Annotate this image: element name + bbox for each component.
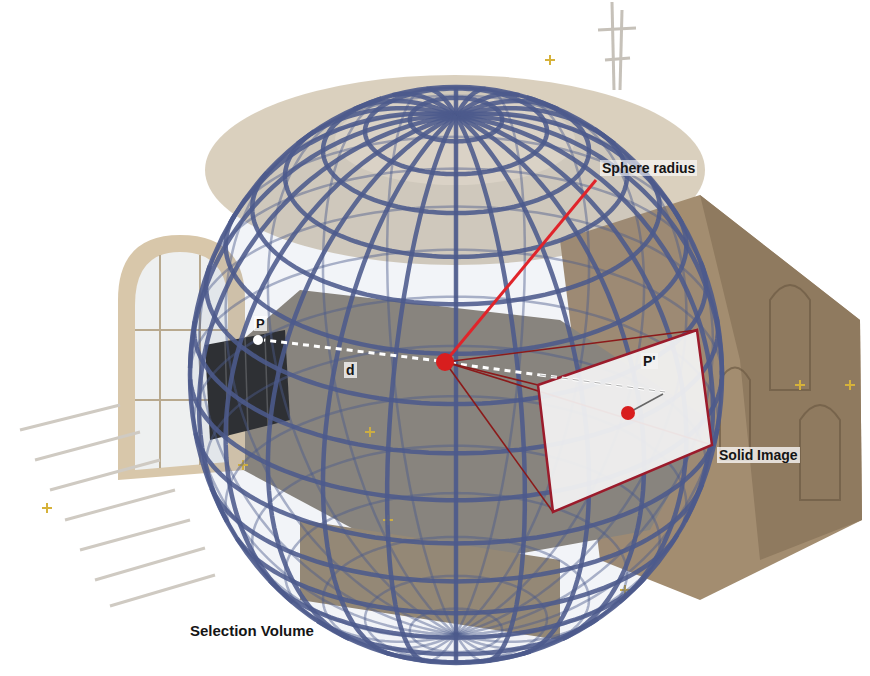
- image-plane-outline: [538, 330, 712, 512]
- point-label: P': [641, 353, 658, 369]
- sphere-grid-line: [199, 116, 456, 522]
- sphere-grid-line: [226, 116, 456, 603]
- sphere-grid-line: [285, 131, 456, 257]
- sphere-grid-line: [456, 89, 486, 116]
- image-plane: [535, 325, 820, 517]
- sphere-grid-line: [456, 116, 525, 661]
- ray-line: [540, 375, 665, 392]
- point-label: P: [254, 316, 267, 331]
- sphere-grid-line: [456, 116, 713, 522]
- radius-label: Sphere radius: [600, 160, 697, 176]
- sphere-grid-line: [212, 488, 457, 581]
- sphere-grid-line: [387, 116, 456, 661]
- distance-label: d: [344, 362, 357, 378]
- sphere-grid-line: [456, 116, 686, 603]
- selection-volume-label: Selection Volume: [188, 622, 316, 639]
- projected-point: [621, 406, 635, 420]
- solid-image: P' Solid Image: [535, 325, 820, 517]
- sphere-grid-line: [454, 116, 459, 663]
- ray-line: [540, 375, 665, 392]
- solid-image-label: Solid Image: [717, 447, 800, 463]
